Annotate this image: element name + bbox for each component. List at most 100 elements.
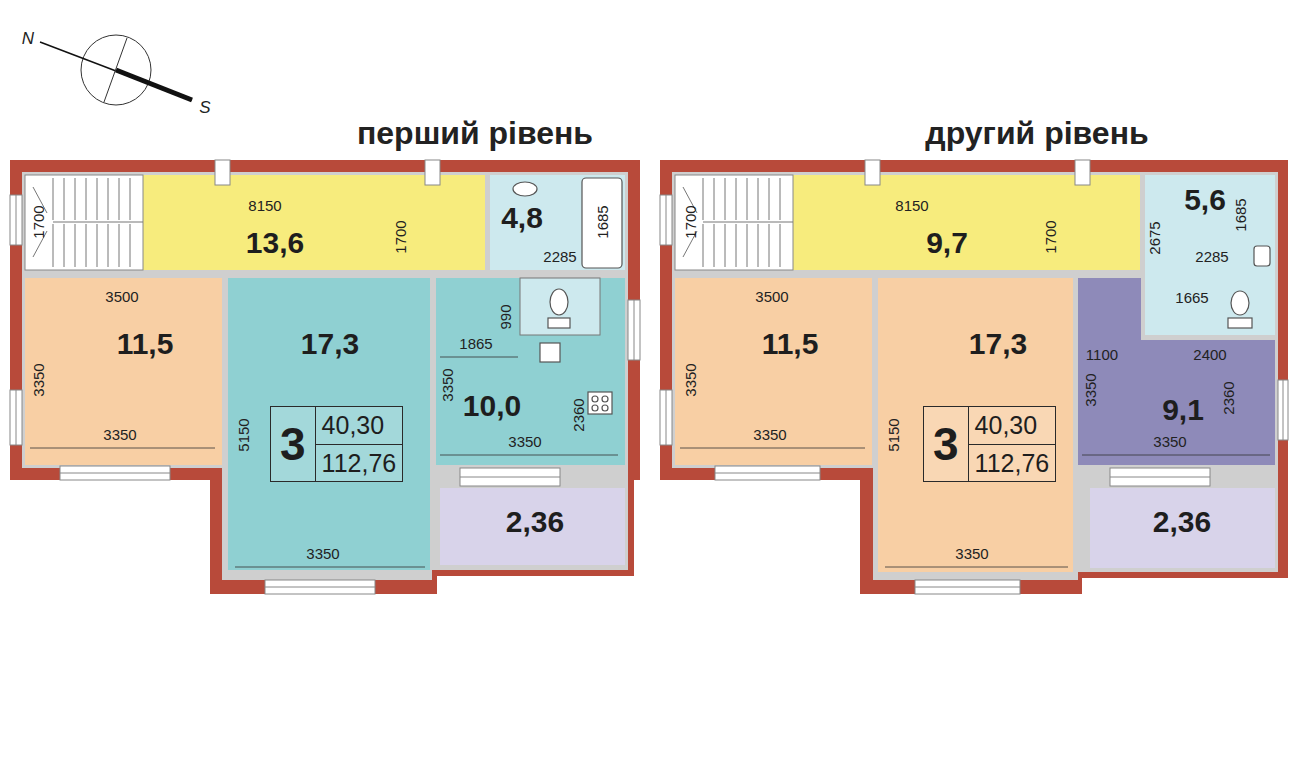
outer-wall bbox=[10, 160, 640, 594]
area-value: 112,76 bbox=[316, 444, 403, 482]
room-count: 3 bbox=[271, 407, 316, 481]
room-area: 9,1 bbox=[1162, 395, 1204, 425]
area-value: 40,30 bbox=[969, 407, 1056, 444]
level-heading: перший рівень bbox=[357, 117, 593, 149]
room-area: 2,36 bbox=[506, 507, 564, 537]
stair-line bbox=[736, 224, 737, 267]
area-value: 112,76 bbox=[969, 444, 1056, 482]
inner-wall bbox=[22, 172, 628, 580]
room-area: 13,6 bbox=[246, 228, 304, 258]
stair-line bbox=[130, 224, 131, 267]
dimension: 2360 bbox=[1221, 381, 1236, 414]
dimension: 1685 bbox=[1233, 198, 1248, 231]
dimension: 1700 bbox=[393, 220, 408, 253]
room-count: 3 bbox=[924, 407, 969, 481]
stair-line bbox=[780, 224, 781, 267]
dimension: 5150 bbox=[886, 418, 901, 451]
dimension: 8150 bbox=[248, 198, 281, 213]
stair-line bbox=[86, 224, 87, 267]
stair-line bbox=[86, 178, 87, 220]
dimension: 1700 bbox=[683, 205, 698, 238]
room-fill bbox=[25, 278, 222, 465]
dimension: 1865 bbox=[459, 336, 492, 351]
room: 17,3 340,30112,76 bbox=[228, 278, 430, 570]
dimension: 3350 bbox=[306, 546, 339, 561]
room-fill bbox=[1090, 488, 1275, 568]
dimension: 1665 bbox=[1175, 290, 1208, 305]
room-fill bbox=[228, 278, 430, 570]
room-fill bbox=[675, 175, 1140, 270]
area-column: 40,30112,76 bbox=[316, 407, 403, 481]
stair-line bbox=[53, 178, 54, 220]
room-area: 9,7 bbox=[926, 228, 968, 258]
stair-line bbox=[97, 224, 98, 267]
dimension: 2285 bbox=[1195, 249, 1228, 264]
stair-line bbox=[747, 178, 748, 220]
unit-box: 340,30112,76 bbox=[923, 406, 1056, 482]
stair-line bbox=[758, 224, 759, 267]
stair-line bbox=[758, 178, 759, 220]
inner-wall bbox=[672, 172, 1278, 580]
stair-line bbox=[747, 224, 748, 267]
dimension: 8150 bbox=[895, 198, 928, 213]
wc-niche bbox=[520, 278, 600, 335]
room-area: 5,6 bbox=[1184, 185, 1226, 215]
stairs bbox=[675, 175, 793, 270]
stair-line bbox=[130, 178, 131, 220]
stair-line bbox=[725, 178, 726, 220]
stair-line bbox=[725, 224, 726, 267]
room-fill bbox=[878, 278, 1073, 572]
dimension: 3500 bbox=[105, 289, 138, 304]
room: 9,7 bbox=[675, 175, 1140, 270]
room-area: 11,5 bbox=[117, 329, 174, 359]
dimension: 990 bbox=[498, 304, 513, 329]
stair-line bbox=[703, 224, 704, 267]
dimension: 1100 bbox=[1086, 347, 1118, 362]
dimension: 3350 bbox=[683, 363, 698, 396]
fixtures bbox=[513, 178, 1270, 414]
room-area: 10,0 bbox=[463, 391, 521, 421]
stair-line bbox=[119, 178, 120, 220]
compass-letter: S bbox=[199, 99, 210, 116]
dimension: 3500 bbox=[755, 289, 788, 304]
room: 2,36 bbox=[440, 488, 625, 565]
dimension: 2400 bbox=[1193, 347, 1226, 362]
room-fill bbox=[1078, 278, 1141, 344]
area-column: 40,30112,76 bbox=[969, 407, 1056, 481]
stair-line bbox=[75, 224, 76, 267]
area-value: 40,30 bbox=[316, 407, 403, 444]
room: 13,6 bbox=[25, 175, 485, 270]
dimension: 3350 bbox=[31, 363, 46, 396]
room-fill bbox=[675, 278, 872, 465]
room-area: 17,3 bbox=[301, 329, 359, 359]
dimension: 5150 bbox=[236, 418, 251, 451]
stair-line bbox=[53, 221, 143, 222]
stair-line bbox=[108, 178, 109, 220]
room-fill bbox=[1078, 340, 1275, 465]
dimension: 3350 bbox=[440, 368, 455, 401]
stair-line bbox=[75, 178, 76, 220]
compass bbox=[40, 35, 192, 105]
room: 2,36 bbox=[1090, 488, 1275, 568]
stair-line bbox=[703, 178, 704, 220]
stair-line bbox=[736, 178, 737, 220]
dimension: 3350 bbox=[955, 546, 988, 561]
room-fill bbox=[490, 175, 625, 270]
room-fill bbox=[436, 278, 625, 465]
room-area: 4,8 bbox=[501, 203, 543, 233]
stair-line bbox=[64, 224, 65, 267]
stair-line bbox=[64, 178, 65, 220]
stair-line bbox=[769, 178, 770, 220]
dimension: 3350 bbox=[1153, 434, 1186, 449]
stair-line bbox=[53, 224, 54, 267]
level-heading: другий рівень bbox=[925, 117, 1148, 149]
dimension: 2360 bbox=[571, 398, 586, 431]
dimension: 3350 bbox=[1083, 373, 1098, 406]
dimension-lines bbox=[30, 357, 1270, 567]
stair-line bbox=[780, 178, 781, 220]
stair-line bbox=[97, 178, 98, 220]
dimension: 2285 bbox=[543, 249, 576, 264]
dimension: 1700 bbox=[1043, 220, 1058, 253]
